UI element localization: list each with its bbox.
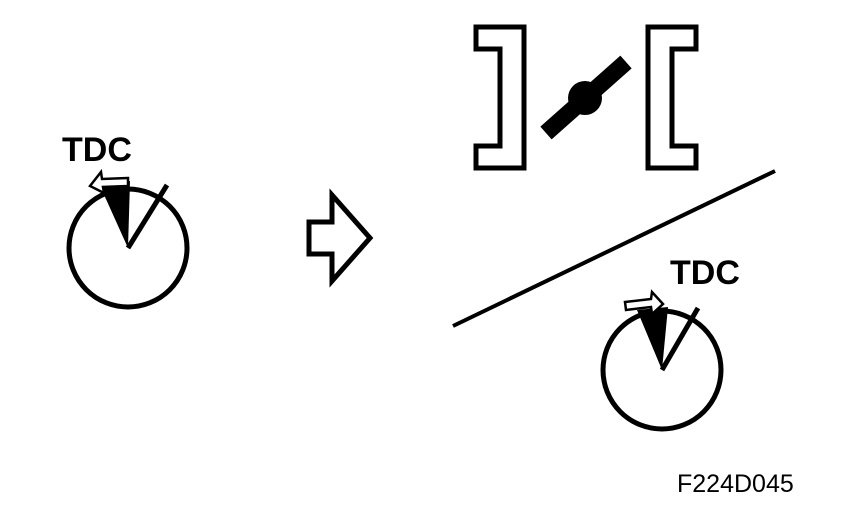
- hollow-right-arrow-icon: [306, 188, 374, 288]
- right-tdc-label: TDC: [670, 254, 740, 292]
- diagonal-divider: [452, 169, 776, 328]
- left-dial-wedge: [101, 181, 130, 248]
- throttle-valve-icon: [473, 24, 699, 171]
- valve-right-bracket: [645, 24, 699, 171]
- right-dial-pointer: [659, 306, 701, 372]
- right-dial-wedge: [637, 307, 668, 370]
- left-tdc-label: TDC: [62, 131, 132, 169]
- left-dial-pointer: [125, 183, 170, 250]
- figure-code: F224D045: [677, 470, 794, 498]
- left-rotation-arrow-icon: [88, 168, 130, 196]
- right-rotation-arrow-icon: [623, 289, 665, 317]
- left-timing-dial: [66, 168, 190, 310]
- valve-shaft: [568, 81, 602, 115]
- valve-left-bracket: [473, 24, 527, 171]
- right-timing-dial: [600, 289, 724, 432]
